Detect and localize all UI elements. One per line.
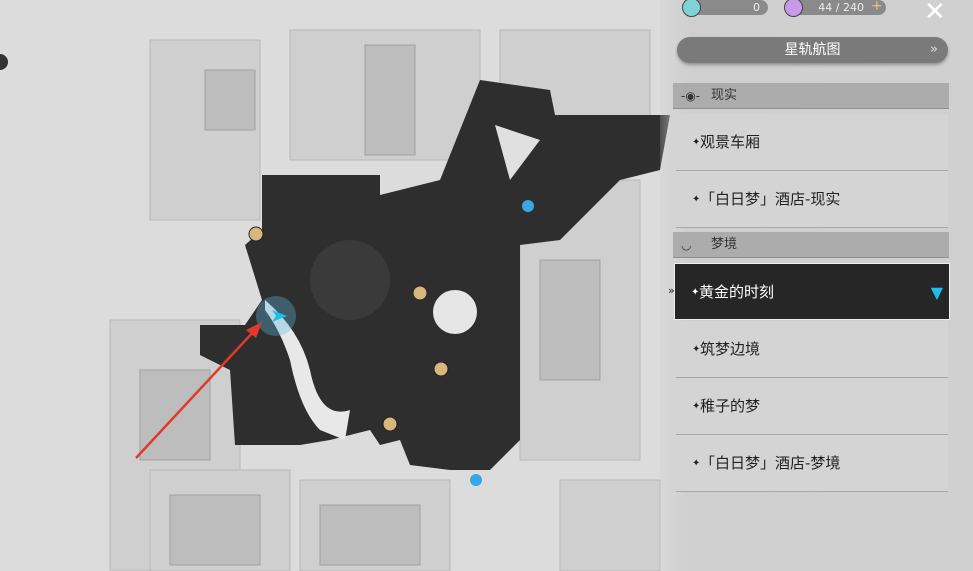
current-location-icon: ▼: [930, 283, 943, 302]
double-chevron-icon: »: [930, 42, 938, 57]
star-rail-map-button[interactable]: 星轨航图 »: [677, 37, 948, 63]
trailblaze-power-counter: 44 / 240: [794, 0, 886, 15]
star-icon: ✦: [692, 194, 701, 205]
list-item[interactable]: ✦「白日梦」酒店-现实: [676, 171, 948, 228]
star-icon: ✦: [692, 344, 701, 355]
npc-icon: [248, 226, 449, 432]
stellar-jade-value: 0: [753, 1, 760, 14]
trailblaze-power-icon: [784, 0, 803, 17]
list-item-selected[interactable]: ✦黄金的时刻 ▼: [674, 263, 950, 320]
list-item[interactable]: ✦观景车厢: [676, 114, 948, 171]
stellar-jade-counter: 0: [692, 0, 768, 15]
stellar-jade-icon: [682, 0, 701, 17]
player-position-icon: [272, 310, 287, 322]
item-label: 观景车厢: [700, 133, 761, 151]
eye-icon: -◉-: [681, 89, 701, 103]
dream-icon: ◡: [681, 238, 692, 252]
list-item[interactable]: ✦稚子的梦: [676, 378, 948, 435]
item-label: 「白日梦」酒店-梦境: [700, 454, 841, 472]
item-label: 「白日梦」酒店-现实: [700, 190, 841, 208]
star-icon: ✦: [691, 287, 700, 298]
walkable-area: [200, 80, 670, 470]
star-rail-map-label: 星轨航图: [784, 42, 841, 58]
trailblaze-power-value: 44 / 240: [818, 1, 864, 14]
add-power-button[interactable]: +: [871, 0, 883, 14]
item-label: 稚子的梦: [700, 397, 761, 415]
item-label: 黄金的时刻: [699, 283, 775, 301]
star-icon: ✦: [692, 458, 701, 469]
annotation-arrow: [135, 329, 256, 459]
close-icon[interactable]: ✕: [924, 0, 946, 27]
section-title: 现实: [711, 88, 738, 103]
section-title: 梦境: [711, 237, 738, 252]
selected-indicator-icon: »: [668, 284, 675, 297]
star-icon: ✦: [692, 137, 701, 148]
star-icon: ✦: [692, 401, 701, 412]
section-dream: ◡ 梦境: [673, 232, 949, 258]
list-item[interactable]: ✦「白日梦」酒店-梦境: [676, 435, 948, 492]
space-anchor-icon: [470, 200, 534, 486]
section-reality: -◉- 现实: [673, 83, 949, 109]
list-item[interactable]: ✦筑梦边境: [676, 321, 948, 378]
item-label: 筑梦边境: [700, 340, 761, 358]
